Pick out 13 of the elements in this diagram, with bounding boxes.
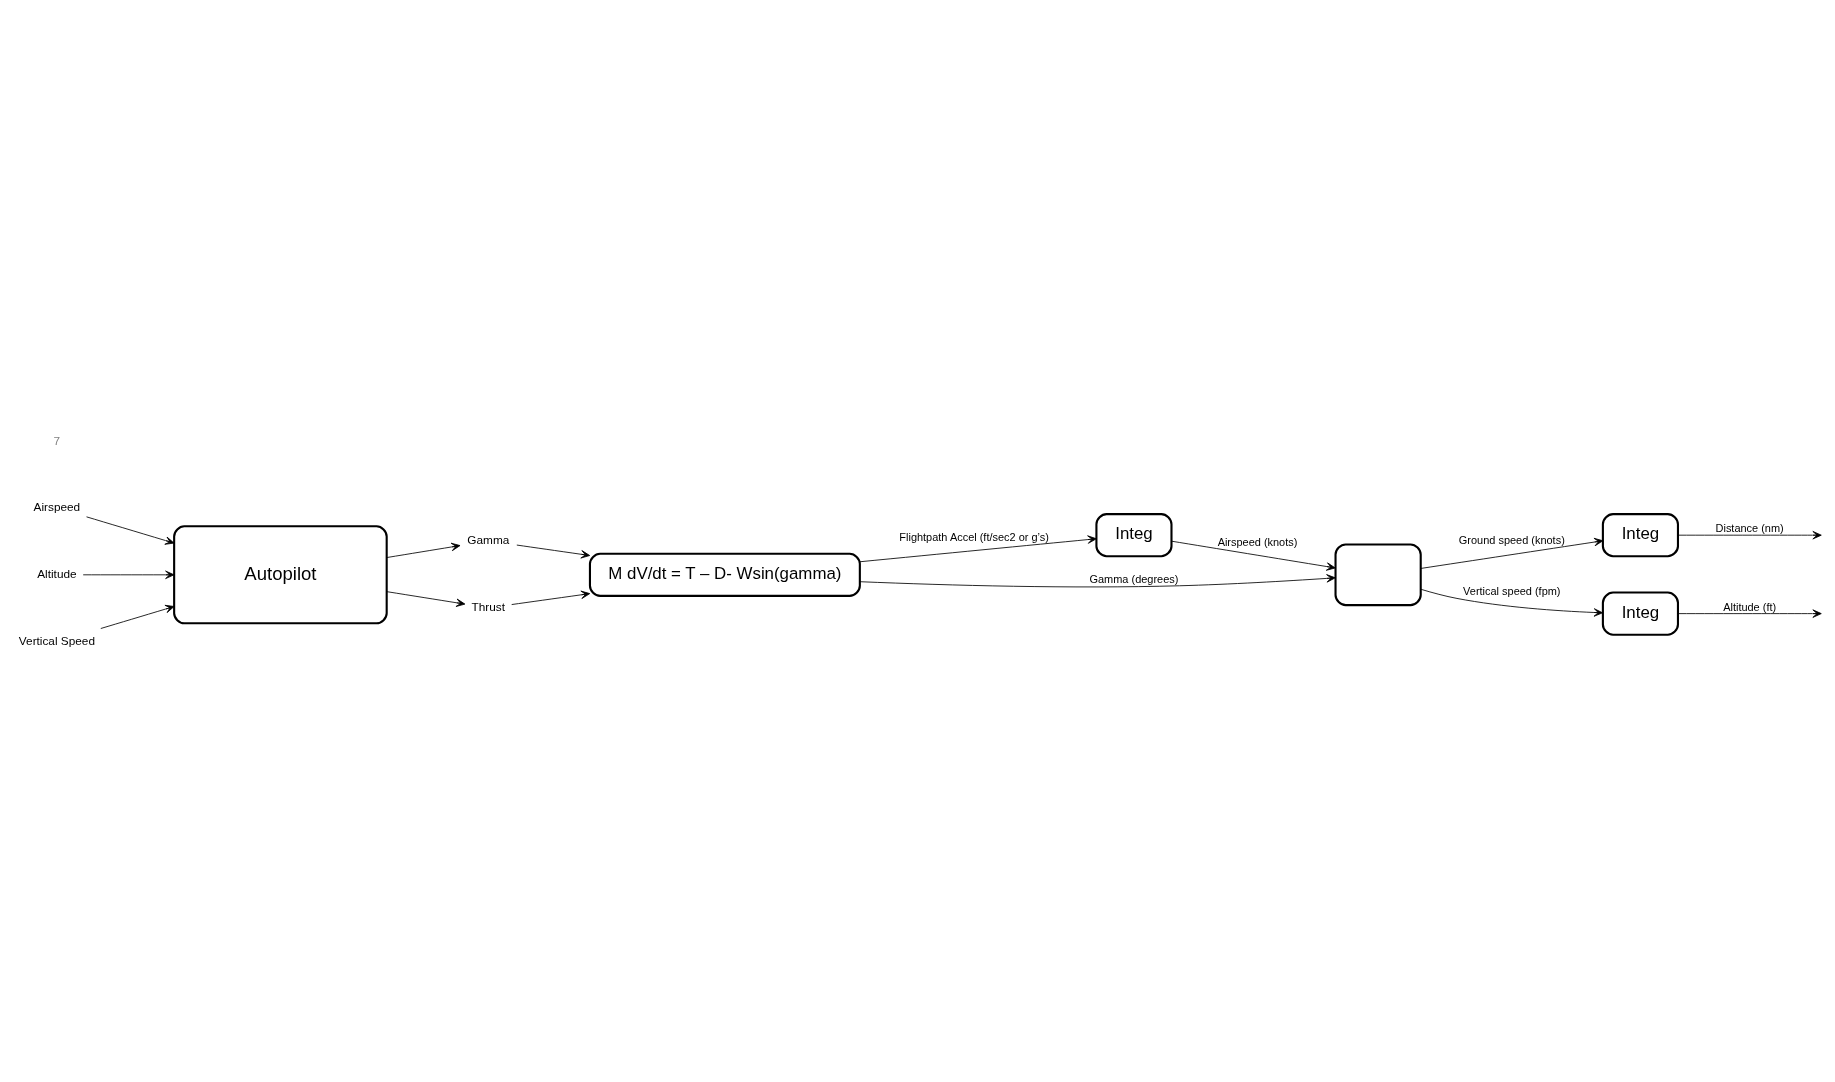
edge-label: Vertical speed (fpm) (1463, 584, 1561, 597)
label: 7 (53, 433, 61, 448)
edge-label: Altitude (ft) (1723, 600, 1777, 613)
edge-label: Gamma (degrees) (1089, 572, 1179, 585)
node-text: Altitude (37, 566, 77, 581)
edge-label: Flightpath Accel (ft/sec2 or g’s) (899, 530, 1049, 543)
edge-label: Distance (nm) (1715, 521, 1784, 534)
edge-label: Ground speed (knots) (1458, 533, 1565, 546)
node-text: Vertical Speed (18, 633, 95, 648)
node-text: Thrust (471, 599, 506, 614)
node-text: Gamma (467, 532, 510, 547)
edge-label: Airspeed (knots) (1217, 535, 1298, 548)
node-text: Airspeed (33, 499, 81, 514)
